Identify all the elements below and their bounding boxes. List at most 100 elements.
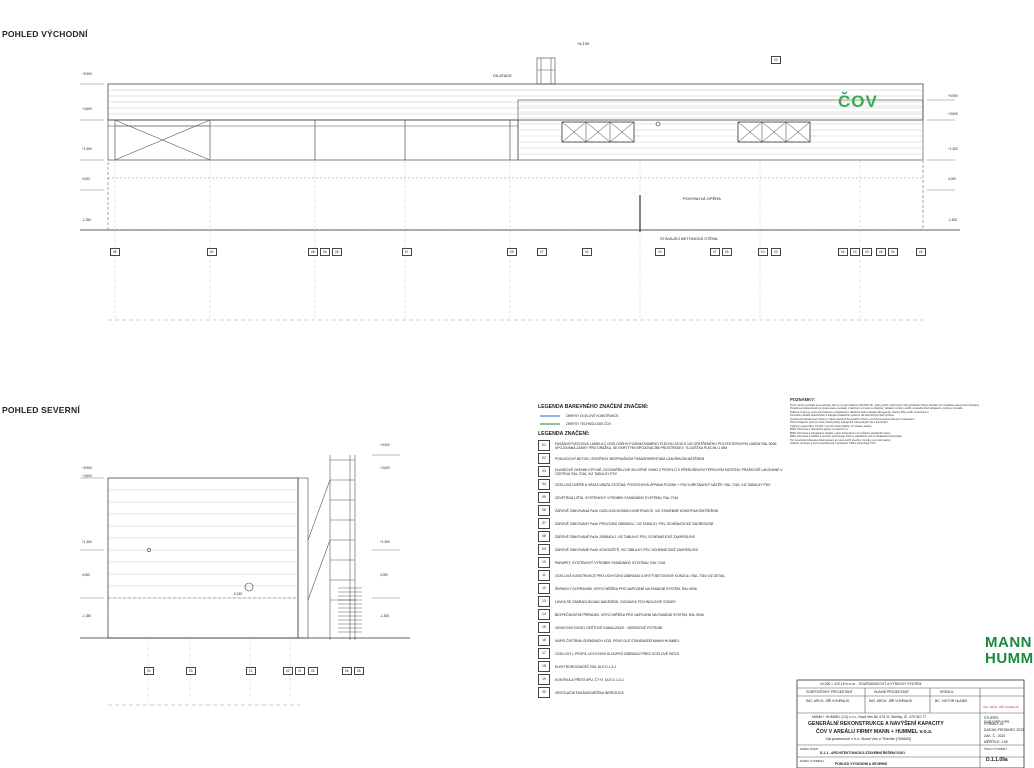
tb-name: BC. VIKTOR HLADÍK bbox=[935, 699, 968, 703]
legend-item: 17 OCELOVÝ L PROFIL UCHYCENÍ SLOUPKŮ ZÁBR… bbox=[538, 647, 788, 660]
legend-item-number: 08 bbox=[538, 531, 550, 542]
east-tag: 07 bbox=[710, 248, 720, 256]
legend-item: 11 OCELOVÁ KONSTRUKCE PRO UCHYCENÍ ZÁBRAD… bbox=[538, 569, 788, 582]
note-line: Veškeré změny je nutno konzultovat s pro… bbox=[790, 410, 930, 414]
legend-item-number: 17 bbox=[538, 648, 550, 659]
note-line: Výškový systém Bpv, ±0,000 = úroveň čist… bbox=[790, 424, 872, 428]
legend-item-number: 19 bbox=[538, 674, 550, 685]
east-tag: 06 bbox=[838, 248, 848, 256]
north-level-right-4: 0,000 bbox=[380, 573, 388, 577]
legend-item-number: 12 bbox=[538, 583, 550, 594]
east-tag: 06 bbox=[876, 248, 886, 256]
tb-side: ZAK. Č.: 2023 bbox=[984, 734, 1006, 738]
north-tag: 01 bbox=[295, 667, 305, 675]
legend-item: 02 POHLEDOVÝ BETON, OPATŘENÝ BEZPRAŠNÝM T… bbox=[538, 452, 788, 465]
north-level-left-1: +5,900 bbox=[82, 466, 92, 470]
brand-logo-line: HUMM bbox=[985, 650, 1034, 667]
east-level-left-5: -1,350 bbox=[82, 218, 92, 222]
legend-item-text: KONTROLA PŘESTUPU, ČT+2, DLE D.1.4.2. bbox=[555, 677, 625, 682]
east-view-title: POHLED VÝCHODNÍ bbox=[2, 29, 88, 39]
north-level-right-2: +3,600 bbox=[380, 466, 390, 470]
legend-color-row: OBRYSY OCELOVÉ KONSTRUKCE bbox=[566, 414, 619, 418]
north-level-left-3: +1,350 bbox=[82, 540, 92, 544]
tb-company: MANN + HUMMEL (CZ) s.r.o., Nová Ves 66, … bbox=[812, 715, 927, 719]
legend-color-title: LEGENDA BAREVNÉHO ZNAČENÍ ZNAČENÍ: bbox=[538, 404, 649, 410]
legend-item-number: 07 bbox=[538, 518, 550, 529]
north-view-title: POHLED SEVERNÍ bbox=[2, 405, 80, 415]
east-top-level: +6,190 bbox=[577, 41, 590, 46]
tb-project-title: GENERÁLNÍ REKONSTRUKCE A NAVÝŠENÍ KAPACI… bbox=[808, 721, 944, 727]
legend-item-number: 11 bbox=[538, 570, 550, 581]
east-level-left-3: +1,350 bbox=[82, 147, 92, 151]
legend-item-text: OCELOVÁ KONSTRUKCE PRO UCHYCENÍ ZÁBRADLÍ… bbox=[555, 573, 726, 578]
legend-item-number: 20 bbox=[538, 687, 550, 698]
east-tag: 05 bbox=[916, 248, 926, 256]
legend-item-text: PARAPET, SYSTÉMOVÝ VÝROBEK FASÁDNÍHO SYS… bbox=[555, 560, 666, 565]
east-tag: 06 bbox=[320, 248, 330, 256]
east-tag: 06 bbox=[308, 248, 318, 256]
north-mid-level: -0,150 bbox=[233, 592, 243, 596]
legend-item: 20 VENTILAČNÍ FASÁDNÍ MŘÍŽKA NEREZOVÁ bbox=[538, 686, 788, 699]
legend-item-text: POHLEDOVÝ BETON, OPATŘENÝ BEZPRAŠNÝM TRA… bbox=[555, 456, 705, 461]
legend-item-number: 06 bbox=[538, 505, 550, 516]
north-tag: 02 bbox=[283, 667, 293, 675]
legend-item-number: 02 bbox=[538, 453, 550, 464]
legend-item-number: 04 bbox=[538, 479, 550, 490]
legend-item-number: 01 bbox=[538, 440, 550, 451]
north-tag: 20 bbox=[144, 667, 154, 675]
brand-logo: MANN HUMM bbox=[985, 635, 1034, 667]
north-level-left-5: -1,350 bbox=[82, 614, 92, 618]
legend-title: LEGENDA ZNAČENÍ: bbox=[538, 431, 590, 437]
legend-item-text: VENTILAČNÍ FASÁDNÍ MŘÍŽKA NEREZOVÁ bbox=[555, 690, 624, 695]
east-tag: 05 bbox=[722, 248, 732, 256]
east-tag: 04 bbox=[888, 248, 898, 256]
east-tag: 20 bbox=[655, 248, 665, 256]
note-line: Bližší informace k odvodnění plochy viz … bbox=[790, 428, 849, 431]
east-level-left-2: +3,600 bbox=[82, 107, 92, 111]
tb-project-title: ČOV V AREÁLU FIRMY MANN + HUMMEL v.o.s. bbox=[816, 729, 933, 735]
legend-item-text: OCELOVÁ DVEŘE A VRATA VRATA OTOČNÁ, POVR… bbox=[555, 482, 771, 487]
east-tag: 05 bbox=[507, 248, 517, 256]
tb-drawing-label: NÁZEV VÝKRESU: bbox=[800, 759, 825, 763]
east-tag: 03 bbox=[771, 248, 781, 256]
legend-color-row: OBRYSY TECHNOLOGIE ČOV bbox=[566, 422, 611, 426]
legend-item-text: HLINÍKOVÉ OKENNÍ VÝPLNĚ, DVOUKŘÍDLOVÉ SK… bbox=[555, 467, 783, 476]
note-line: Veškeré prostupy a otvory koordinovat s … bbox=[790, 442, 877, 445]
legend-item-number: 10 bbox=[538, 557, 550, 568]
legend-item-text: OCELOVÝ L PROFIL UCHYCENÍ SLOUPKŮ ZÁBRAD… bbox=[555, 651, 680, 656]
east-tag: 08 bbox=[332, 248, 342, 256]
east-pipe-outlet bbox=[655, 121, 661, 127]
east-level-right-5: -1,525 bbox=[948, 218, 958, 222]
east-tag: 04 bbox=[207, 248, 217, 256]
east-level-right-2: +3,600 bbox=[948, 112, 958, 116]
east-tag-03-top: 03 bbox=[771, 56, 781, 64]
note-line: Provedení detailů oplechování a napojení… bbox=[790, 414, 895, 417]
north-tag: 12 bbox=[246, 667, 256, 675]
tb-stamp: ING. ARCH. JIŘÍ VOHRALÍK bbox=[983, 705, 1019, 709]
east-level-right-1: +5,900 bbox=[948, 94, 958, 98]
legend-item-text: VENKOVNÍ SVODY DEŠŤOVÉ KANALIZACE - NERE… bbox=[555, 625, 663, 630]
legend-item-number: 18 bbox=[538, 661, 550, 672]
east-roof-vent bbox=[536, 57, 556, 85]
note-line: Bližší informace k stávajícímu objektu a… bbox=[790, 431, 892, 435]
legend-item-number: 09 bbox=[538, 544, 550, 555]
east-stavajici-stena: STÁVAJÍCÍ BETONOVÁ STĚNA bbox=[660, 236, 718, 241]
legend-item-text: ZÁVĚTRNÁ LIŠTA, SYSTÉMOVÝ VÝROBEK FASÁDN… bbox=[555, 495, 679, 500]
tb-number-label: ČÍSLO VÝKRESU: bbox=[984, 747, 1008, 751]
note-line: Tento výkres a projekt jsou autorsky díl… bbox=[790, 403, 980, 407]
east-foundation bbox=[107, 159, 924, 231]
legend-item-number: 16 bbox=[538, 635, 550, 646]
tb-part-label: NÁZEV ČÁSTI: bbox=[800, 747, 820, 751]
legend-item: 10 PARAPET, SYSTÉMOVÝ VÝROBEK FASÁDNÍHO S… bbox=[538, 556, 788, 569]
